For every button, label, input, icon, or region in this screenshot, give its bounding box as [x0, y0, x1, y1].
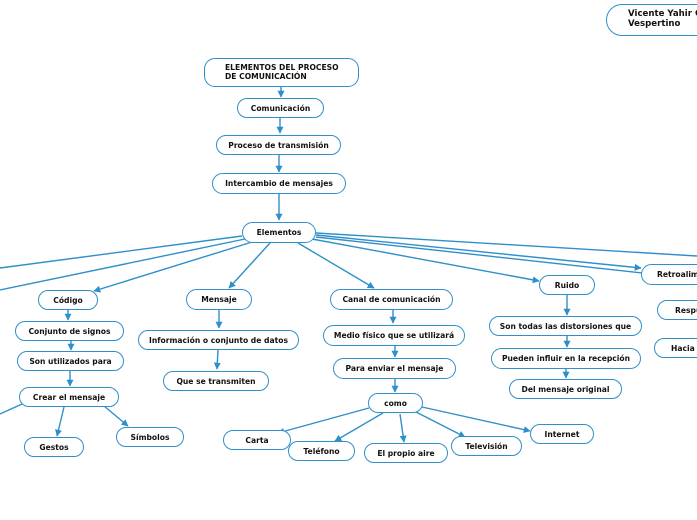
- enviar-node: Para enviar el mensaje: [333, 358, 456, 379]
- conjunto-signos-node: Conjunto de signos: [15, 321, 124, 341]
- edge-elementos-codigo: [93, 241, 253, 293]
- aire-node: El propio aire: [364, 443, 448, 463]
- como-node: como: [368, 393, 423, 413]
- edge-elementos-mensaje: [228, 242, 271, 289]
- edge-info-transmiten: [213, 349, 221, 370]
- edge-como-internet: [421, 406, 531, 434]
- retroalimentacion-node: Retroalime: [641, 264, 697, 285]
- crear-mensaje-node: Crear el mensaje: [19, 387, 119, 407]
- edge-elementos-left-1: [0, 235, 243, 269]
- utilizados-node: Son utilizados para: [17, 351, 124, 371]
- internet-node: Internet: [530, 424, 594, 444]
- comunicacion-node: Comunicación: [237, 98, 324, 118]
- respuesta-node: Respu: [657, 300, 697, 320]
- title-node: ELEMENTOS DEL PROCESO DE COMUNICACIÓN: [204, 58, 359, 87]
- medio-node: Medio físico que se utilizará: [323, 325, 465, 346]
- edge-como-carta: [277, 407, 370, 435]
- author-name-box: Vicente Yahir G Vespertino: [606, 4, 697, 36]
- influir-node: Pueden influir en la recepción: [491, 348, 641, 369]
- edge-elementos-ruido: [311, 238, 540, 284]
- edge-elementos-right-1: [315, 232, 697, 257]
- intercambio-node: Intercambio de mensajes: [212, 173, 346, 194]
- info-node: Información o conjunto de datos: [138, 330, 299, 350]
- proceso-node: Proceso de transmisión: [216, 135, 341, 155]
- edge-crear-simbolos: [103, 405, 129, 427]
- transmiten-node: Que se transmiten: [163, 371, 269, 391]
- edge-crear-left: [0, 403, 23, 415]
- edge-elementos-left-2: [0, 238, 246, 291]
- elementos-node: Elementos: [242, 222, 316, 243]
- gestos-node: Gestos: [24, 437, 84, 457]
- edge-como-television: [415, 411, 466, 438]
- edge-como-telefono: [334, 412, 384, 442]
- edge-elementos-canal: [297, 242, 375, 289]
- hacia-node: Hacia e: [654, 338, 697, 358]
- edge-crear-gestos: [55, 406, 65, 437]
- television-node: Televisión: [451, 436, 522, 456]
- telefono-node: Teléfono: [288, 441, 355, 461]
- mensaje-node: Mensaje: [186, 289, 252, 310]
- codigo-node: Código: [38, 290, 98, 310]
- ruido-node: Ruido: [539, 275, 595, 295]
- original-node: Del mensaje original: [509, 379, 622, 399]
- simbolos-node: Símbolos: [116, 427, 184, 447]
- carta-node: Carta: [223, 430, 291, 450]
- edge-como-aire: [399, 413, 407, 443]
- edge-elementos-retro: [315, 234, 642, 271]
- distorsiones-node: Son todas las distorsiones que: [489, 316, 642, 336]
- canal-node: Canal de comunicación: [330, 289, 453, 310]
- edge-elementos-right-2: [315, 236, 697, 280]
